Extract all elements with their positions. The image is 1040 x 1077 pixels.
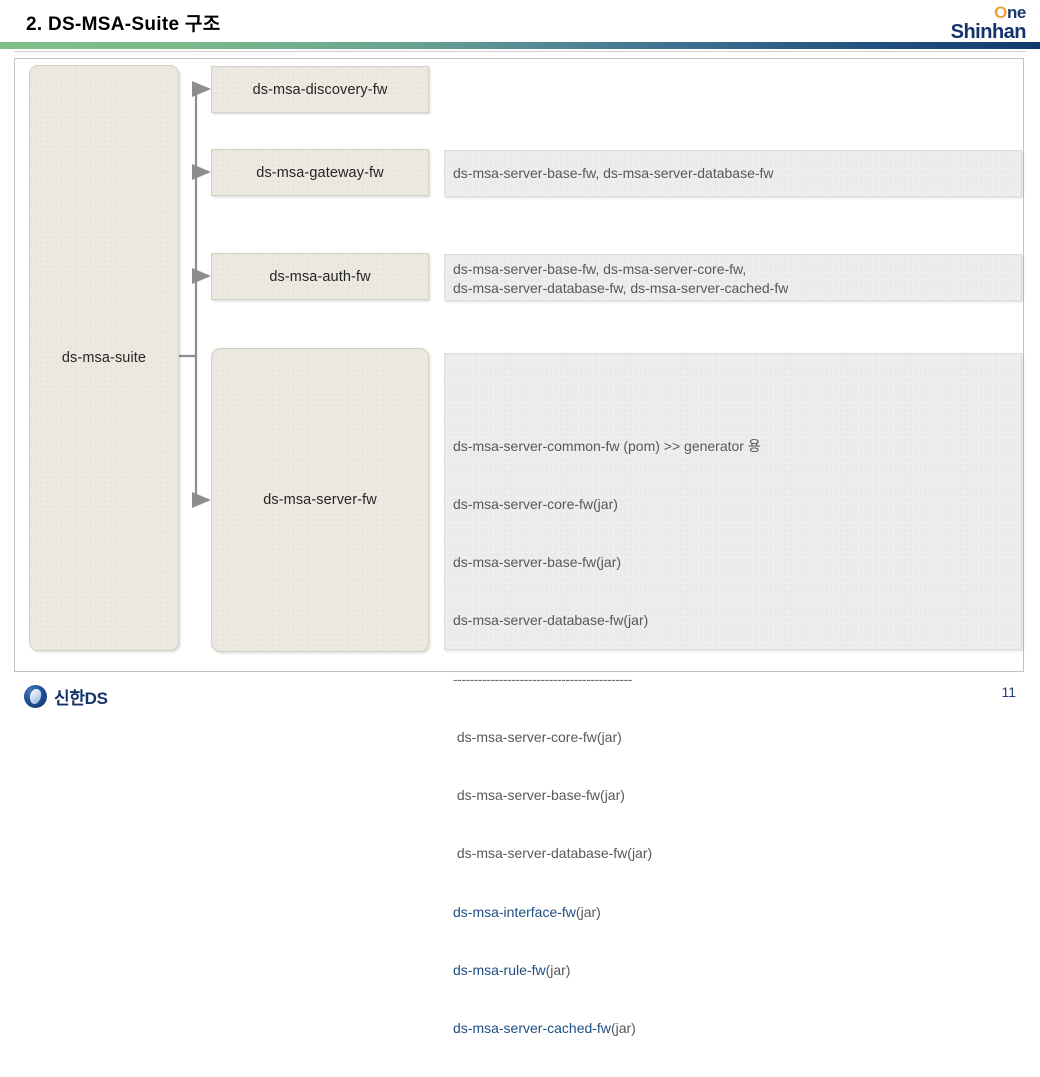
box-ds-msa-discovery-fw-label: ds-msa-discovery-fw bbox=[252, 81, 388, 98]
panel-server-line-9: ds-msa-rule-fw(jar) bbox=[453, 961, 761, 980]
panel-server-line-1: ds-msa-server-common-fw (pom) >> generat… bbox=[453, 437, 761, 454]
panel-server-line-4: ds-msa-server-database-fw(jar) bbox=[453, 612, 649, 629]
panel-server-line-list: ds-msa-server-common-fw (pom) >> generat… bbox=[453, 398, 761, 1077]
panel-server-line-10-suffix: (jar) bbox=[610, 1020, 636, 1036]
panel-server-line-6: ds-msa-server-base-fw(jar) bbox=[453, 787, 625, 804]
box-ds-msa-suite-label: ds-msa-suite bbox=[61, 350, 147, 366]
shinhan-ds-wordmark: 신한DS bbox=[54, 689, 108, 708]
box-ds-msa-discovery-fw[interactable]: ds-msa-discovery-fw bbox=[211, 66, 429, 113]
panel-auth-line-2: ds-msa-server-database-fw, ds-msa-server… bbox=[453, 280, 789, 296]
panel-server-line-2: ds-msa-server-core-fw(jar) bbox=[453, 496, 618, 513]
panel-gateway-dependencies: ds-msa-server-base-fw, ds-msa-server-dat… bbox=[444, 150, 1022, 197]
panel-server-line-9-suffix: (jar) bbox=[545, 961, 571, 978]
box-ds-msa-server-fw[interactable]: ds-msa-server-fw bbox=[211, 348, 429, 652]
logo-o-glyph: O bbox=[994, 3, 1007, 22]
shinhan-ds-footer-logo: 신한DS bbox=[24, 684, 108, 709]
panel-server-line-8-suffix: (jar) bbox=[575, 903, 601, 920]
box-ds-msa-auth-fw-label: ds-msa-auth-fw bbox=[269, 268, 371, 285]
panel-server-line-8-name: ds-msa-interface-fw bbox=[453, 903, 576, 920]
panel-server-line-10: ds-msa-server-cached-fw(jar) bbox=[453, 1019, 761, 1038]
logo-ne-glyph: ne bbox=[1006, 3, 1026, 22]
panel-server-separator: ----------------------------------------… bbox=[453, 670, 632, 687]
header-gradient-rule bbox=[0, 42, 1040, 49]
panel-server-dependencies: ds-msa-server-common-fw (pom) >> generat… bbox=[444, 353, 1022, 1036]
one-shinhan-logo: One Shinhan bbox=[922, 4, 1027, 43]
box-ds-msa-gateway-fw-label: ds-msa-gateway-fw bbox=[256, 164, 384, 181]
page-title: 2. DS-MSA-Suite 구조 bbox=[26, 14, 221, 35]
header-thin-rule bbox=[14, 51, 1026, 52]
panel-server-line-5: ds-msa-server-core-fw(jar) bbox=[453, 728, 622, 745]
page-number: 11 bbox=[1001, 684, 1016, 700]
panel-server-line-9-name: ds-msa-rule-fw bbox=[453, 961, 546, 978]
panel-server-line-3: ds-msa-server-base-fw(jar) bbox=[453, 554, 622, 571]
panel-auth-dependencies: ds-msa-server-base-fw, ds-msa-server-cor… bbox=[444, 254, 1022, 301]
panel-server-line-7: ds-msa-server-database-fw(jar) bbox=[453, 845, 653, 862]
box-ds-msa-gateway-fw[interactable]: ds-msa-gateway-fw bbox=[211, 149, 429, 196]
panel-server-line-8: ds-msa-interface-fw(jar) bbox=[453, 903, 761, 922]
panel-gateway-line-1: ds-msa-server-base-fw, ds-msa-server-dat… bbox=[453, 165, 774, 181]
panel-server-line-10-name: ds-msa-server-cached-fw bbox=[453, 1020, 611, 1036]
logo-shinhan-text: Shinhan bbox=[950, 21, 1027, 43]
box-ds-msa-suite[interactable]: ds-msa-suite bbox=[29, 65, 179, 651]
logo-one-text: One bbox=[922, 4, 1026, 21]
shinhan-circle-icon bbox=[24, 685, 47, 708]
box-ds-msa-server-fw-label: ds-msa-server-fw bbox=[263, 492, 377, 508]
box-ds-msa-auth-fw[interactable]: ds-msa-auth-fw bbox=[211, 253, 429, 300]
panel-auth-line-1: ds-msa-server-base-fw, ds-msa-server-cor… bbox=[453, 261, 747, 277]
